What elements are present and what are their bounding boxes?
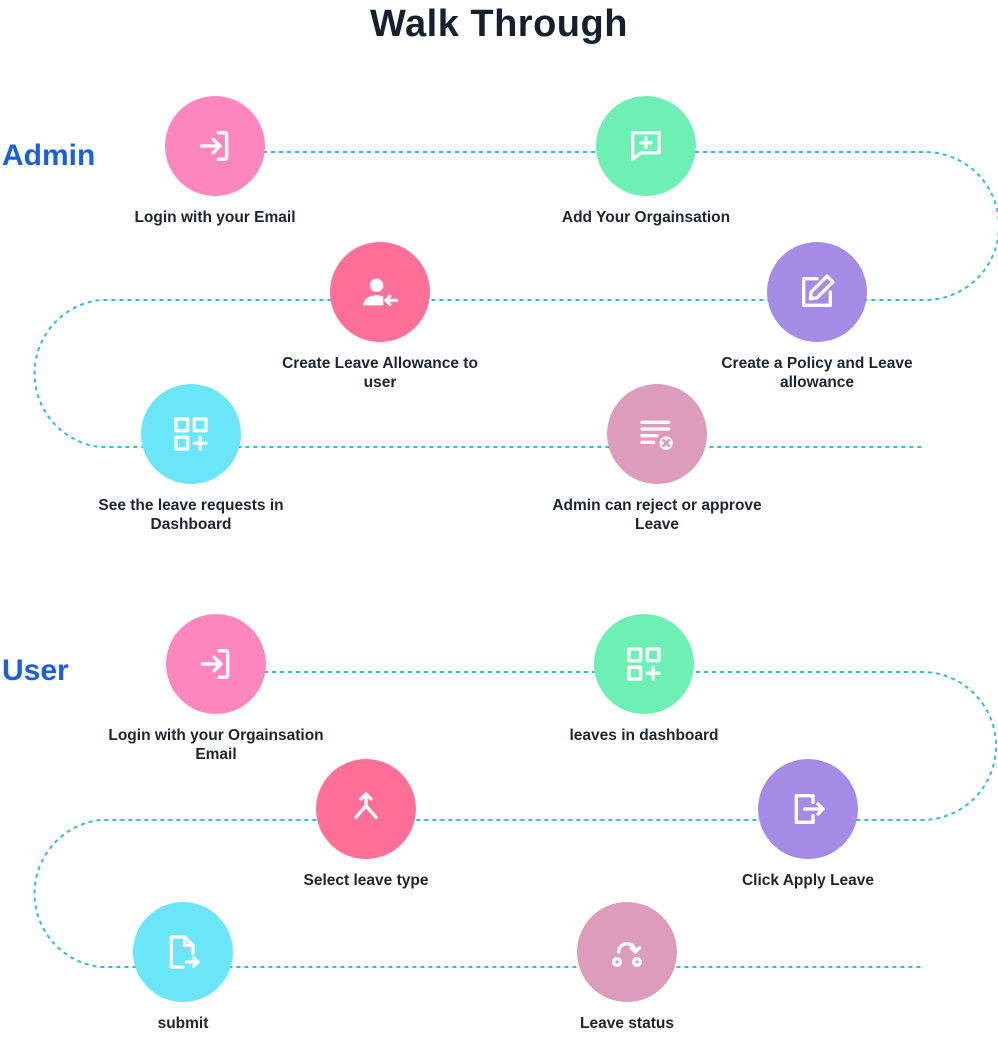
admin-step-see-requests-circle xyxy=(141,384,241,484)
user-step-select-type-label: Select leave type xyxy=(303,872,429,889)
user-step-apply-leave-circle xyxy=(758,759,858,859)
admin-step-create-policy-circle xyxy=(767,242,867,342)
list-reject-icon xyxy=(640,420,673,450)
admin-step-login-label: Login with your Email xyxy=(134,209,296,226)
user-step-select-type-circle xyxy=(316,759,416,859)
admin-step-reject-approve-circle xyxy=(607,384,707,484)
admin-connector-path xyxy=(33,151,998,448)
admin-step-reject-approve-label: Admin can reject or approve Leave xyxy=(552,497,762,533)
user-step-dashboard-label: leaves in dashboard xyxy=(569,727,719,744)
user-step-login-label: Login with your Orgainsation Email xyxy=(108,727,324,763)
admin-step-create-allowance-circle xyxy=(330,242,430,342)
admin-step-create-policy-label: Create a Policy and Leave allowance xyxy=(721,355,913,391)
admin-step-see-requests-label: See the leave requests in Dashboard xyxy=(98,497,284,533)
admin-step-add-org-label: Add Your Orgainsation xyxy=(561,209,731,226)
user-step-submit-label: submit xyxy=(157,1015,209,1032)
grid-add-icon xyxy=(627,647,661,681)
chat-add-icon xyxy=(631,131,661,161)
status-icon xyxy=(612,942,642,967)
user-step-leave-status-label: Leave status xyxy=(580,1015,674,1032)
admin-step-add-org-circle xyxy=(596,96,696,196)
apply-icon xyxy=(794,794,825,824)
admin-step-login-circle xyxy=(165,96,265,196)
page-title: Walk Through xyxy=(370,3,628,45)
grid-add-icon xyxy=(174,417,208,451)
login-icon xyxy=(201,649,230,679)
admin-step-create-allowance-label: Create Leave Allowance to user xyxy=(282,355,478,391)
user-step-apply-leave-label: Click Apply Leave xyxy=(741,872,875,889)
user-step-submit-circle xyxy=(133,902,233,1002)
edit-icon xyxy=(802,274,835,307)
user-arrow-icon xyxy=(363,278,399,306)
user-step-leave-status-circle xyxy=(577,902,677,1002)
merge-icon xyxy=(354,792,378,819)
section-label-admin: Admin xyxy=(2,139,96,172)
login-icon xyxy=(200,131,229,161)
user-connector-path xyxy=(33,671,997,968)
section-label-user: User xyxy=(2,654,69,687)
file-send-icon xyxy=(169,935,200,969)
user-step-login-circle xyxy=(166,614,266,714)
user-step-dashboard-circle xyxy=(594,614,694,714)
